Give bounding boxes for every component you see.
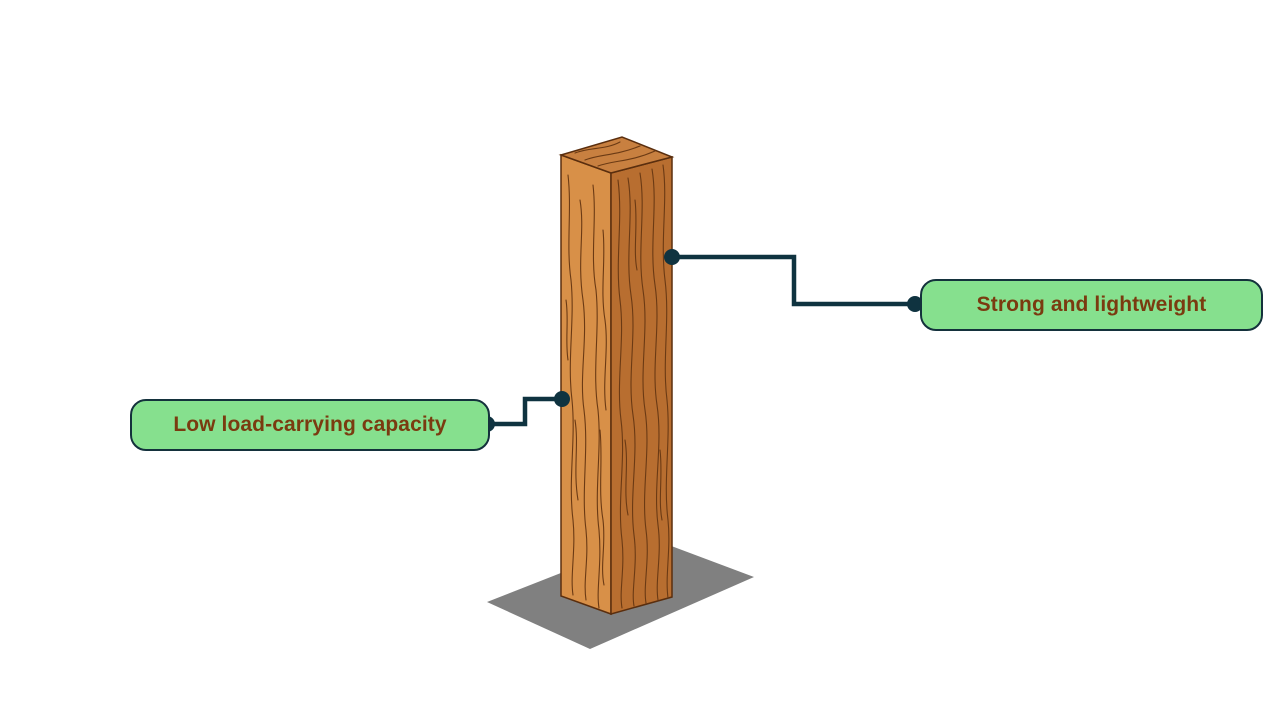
connector-right-start-dot — [664, 249, 680, 265]
callout-low-load-capacity: Low load-carrying capacity — [130, 399, 490, 451]
connector-right-line — [672, 254, 915, 307]
connector-left-start-dot — [554, 391, 570, 407]
callout-connectors — [479, 249, 923, 432]
wooden-post-illustration — [558, 136, 675, 616]
callout-strong-lightweight: Strong and lightweight — [920, 279, 1263, 331]
callout-right-label: Strong and lightweight — [976, 293, 1207, 316]
callout-left-label: Low load-carrying capacity — [173, 413, 447, 436]
wood-grain — [565, 141, 670, 609]
connector-right-end-dot — [907, 296, 923, 312]
post-top-face — [558, 136, 675, 174]
connector-left-line — [487, 396, 562, 427]
